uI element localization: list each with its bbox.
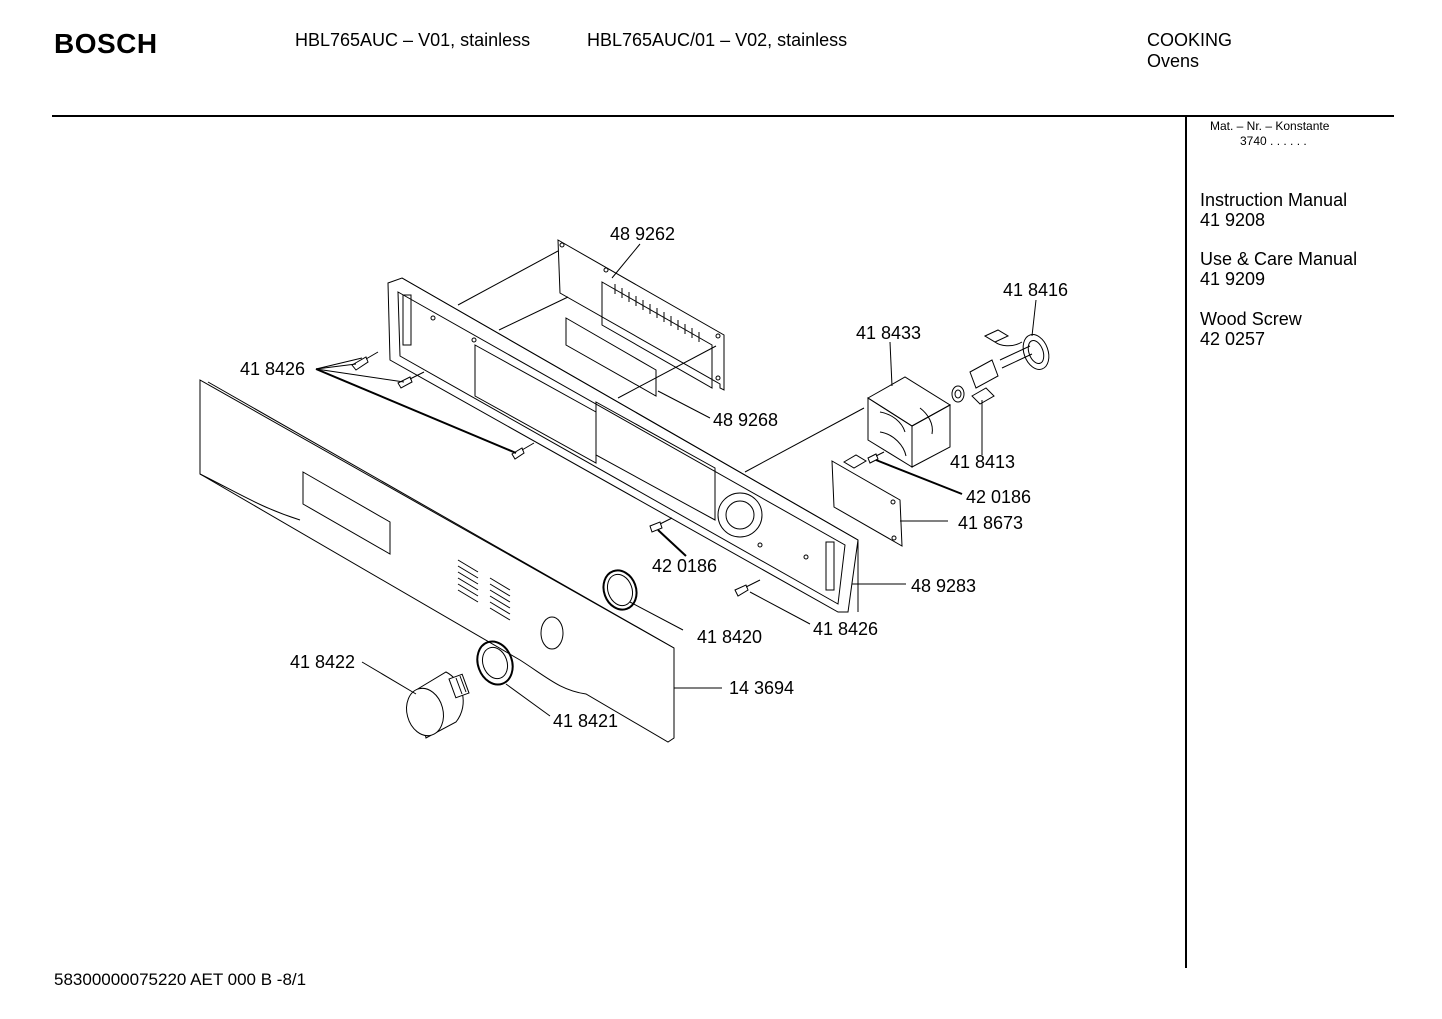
document-title: Instruction Manual [1200, 190, 1348, 210]
document-number: 42 0257 [1200, 329, 1266, 349]
leader-lines [315, 243, 1037, 717]
document-number: 41 9209 [1200, 269, 1266, 289]
part-label-489283: 48 9283 [911, 576, 976, 596]
front-panel-part [199, 379, 675, 743]
part-label-418433: 41 8433 [856, 323, 921, 343]
switch-plate-part [831, 454, 903, 547]
projection-lines [457, 250, 865, 473]
part-label-418420: 41 8420 [697, 627, 762, 647]
part-labels: 48 9262 41 8416 41 8433 41 8426 48 9268 … [240, 224, 1068, 731]
part-label-418426-left: 41 8426 [240, 359, 305, 379]
document-title: Wood Screw [1200, 309, 1302, 329]
mounting-bracket-part [867, 376, 951, 468]
material-number-label: Mat. – Nr. – Konstante [1210, 119, 1330, 133]
document-wood-screw: Wood Screw 42 0257 [1200, 309, 1302, 349]
document-title: Use & Care Manual [1200, 249, 1358, 269]
category-label: COOKING [1147, 30, 1233, 50]
part-label-143694: 14 3694 [729, 678, 794, 698]
control-knob-part [406, 671, 470, 739]
document-code: 58300000075220 AET 000 B -8/1 [54, 970, 307, 989]
document-instruction-manual: Instruction Manual 41 9208 [1200, 190, 1347, 230]
category-block: COOKING Ovens [1147, 30, 1232, 72]
knob-ring-part [476, 640, 514, 686]
screws [351, 351, 885, 597]
part-label-418426-bottom: 41 8426 [813, 619, 878, 639]
part-label-418413: 41 8413 [950, 452, 1015, 472]
circuit-board-part [557, 239, 725, 391]
part-label-489262: 48 9262 [610, 224, 675, 244]
brand-logo: BOSCH [54, 28, 158, 59]
sidebar-divider [1185, 116, 1187, 968]
part-label-418416: 41 8416 [1003, 280, 1068, 300]
header-divider [52, 115, 1394, 117]
part-label-489268: 48 9268 [713, 410, 778, 430]
trim-ring-part [602, 569, 638, 611]
part-label-418673: 41 8673 [958, 513, 1023, 533]
back-frame-part [387, 277, 859, 613]
material-number-value: 3740 . . . . . . [1240, 134, 1307, 148]
switch-part [951, 359, 999, 405]
material-number-block: Mat. – Nr. – Konstante 3740 . . . . . . [1210, 119, 1329, 149]
part-label-420186-center: 42 0186 [652, 556, 717, 576]
display-window-part [565, 317, 657, 397]
subcategory-label: Ovens [1147, 51, 1200, 71]
part-label-418422: 41 8422 [290, 652, 355, 672]
part-label-418421: 41 8421 [553, 711, 618, 731]
document-use-care-manual: Use & Care Manual 41 9209 [1200, 249, 1357, 289]
model-variant-2: HBL765AUC/01 – V02, stainless [587, 30, 848, 50]
document-number: 41 9208 [1200, 210, 1266, 230]
part-label-420186-right: 42 0186 [966, 487, 1031, 507]
potentiometer-part [983, 329, 1050, 370]
model-variant-1: HBL765AUC – V01, stainless [295, 30, 531, 50]
